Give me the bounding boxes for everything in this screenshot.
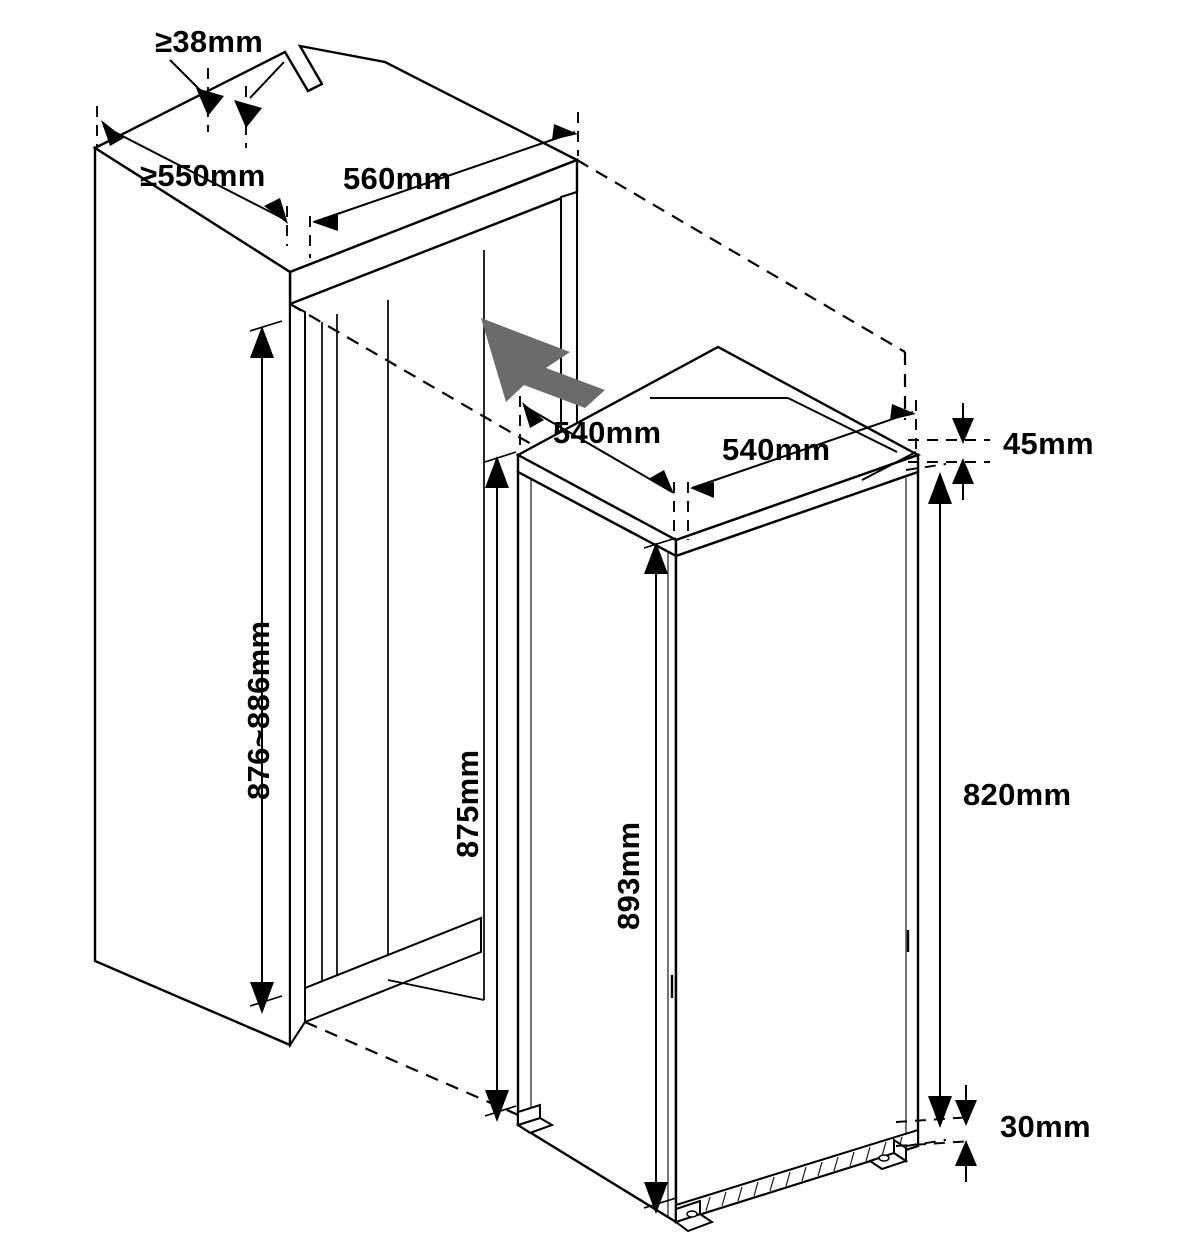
niche-floor-rear-edge (387, 979, 485, 1001)
dimension-893mm (643, 537, 677, 1214)
dimension-label-560mm: 560mm (343, 161, 452, 196)
dimension-label-820mm: 820mm (963, 777, 1072, 812)
dimension-label-38mm: ≥38mm (155, 24, 264, 59)
dimension-540mm-depth (519, 396, 675, 540)
appliance-body (515, 345, 921, 1233)
dimension-820mm (905, 463, 952, 1147)
dimension-label-45mm: 45mm (1003, 426, 1094, 461)
insertion-arrow (481, 318, 605, 408)
dimension-876-886mm (249, 320, 283, 1014)
niche-bottom-shelf-top-edge (304, 917, 482, 989)
dimension-38mm (169, 59, 285, 148)
niche-inner-left-wall (289, 302, 306, 1049)
appliance-front-face (674, 470, 920, 1224)
dimension-30mm (895, 1085, 977, 1182)
dimension-label-875mm: 875mm (450, 749, 485, 858)
appliance-left-side-face (516, 470, 678, 1225)
dimension-label-893mm: 893mm (611, 821, 646, 930)
dimension-label-540mm-width: 540mm (722, 432, 831, 467)
dimension-550mm (96, 106, 288, 246)
insertion-arrow-glyph (481, 318, 605, 408)
niche-left-side-panel (93, 145, 292, 1047)
dimension-875mm (484, 451, 517, 1122)
dimension-540mm-width (650, 397, 917, 540)
dimension-560mm (309, 112, 579, 258)
dimension-label-540mm-depth: 540mm (553, 415, 662, 450)
niche-bottom-front-edge (289, 1021, 306, 1046)
appliance-foot-bracket-right (867, 1138, 909, 1171)
dimension-label-550mm: ≥550mm (140, 158, 266, 193)
dimension-45mm (908, 403, 990, 500)
dimension-label-30mm: 30mm (1000, 1109, 1091, 1144)
dimension-label-876-886mm: 876~886mm (241, 620, 276, 800)
appliance-foot-bracket-left (673, 1199, 715, 1233)
niche-hidden-rear-upper (576, 159, 906, 353)
niche-bottom-shelf-front (304, 916, 482, 1024)
